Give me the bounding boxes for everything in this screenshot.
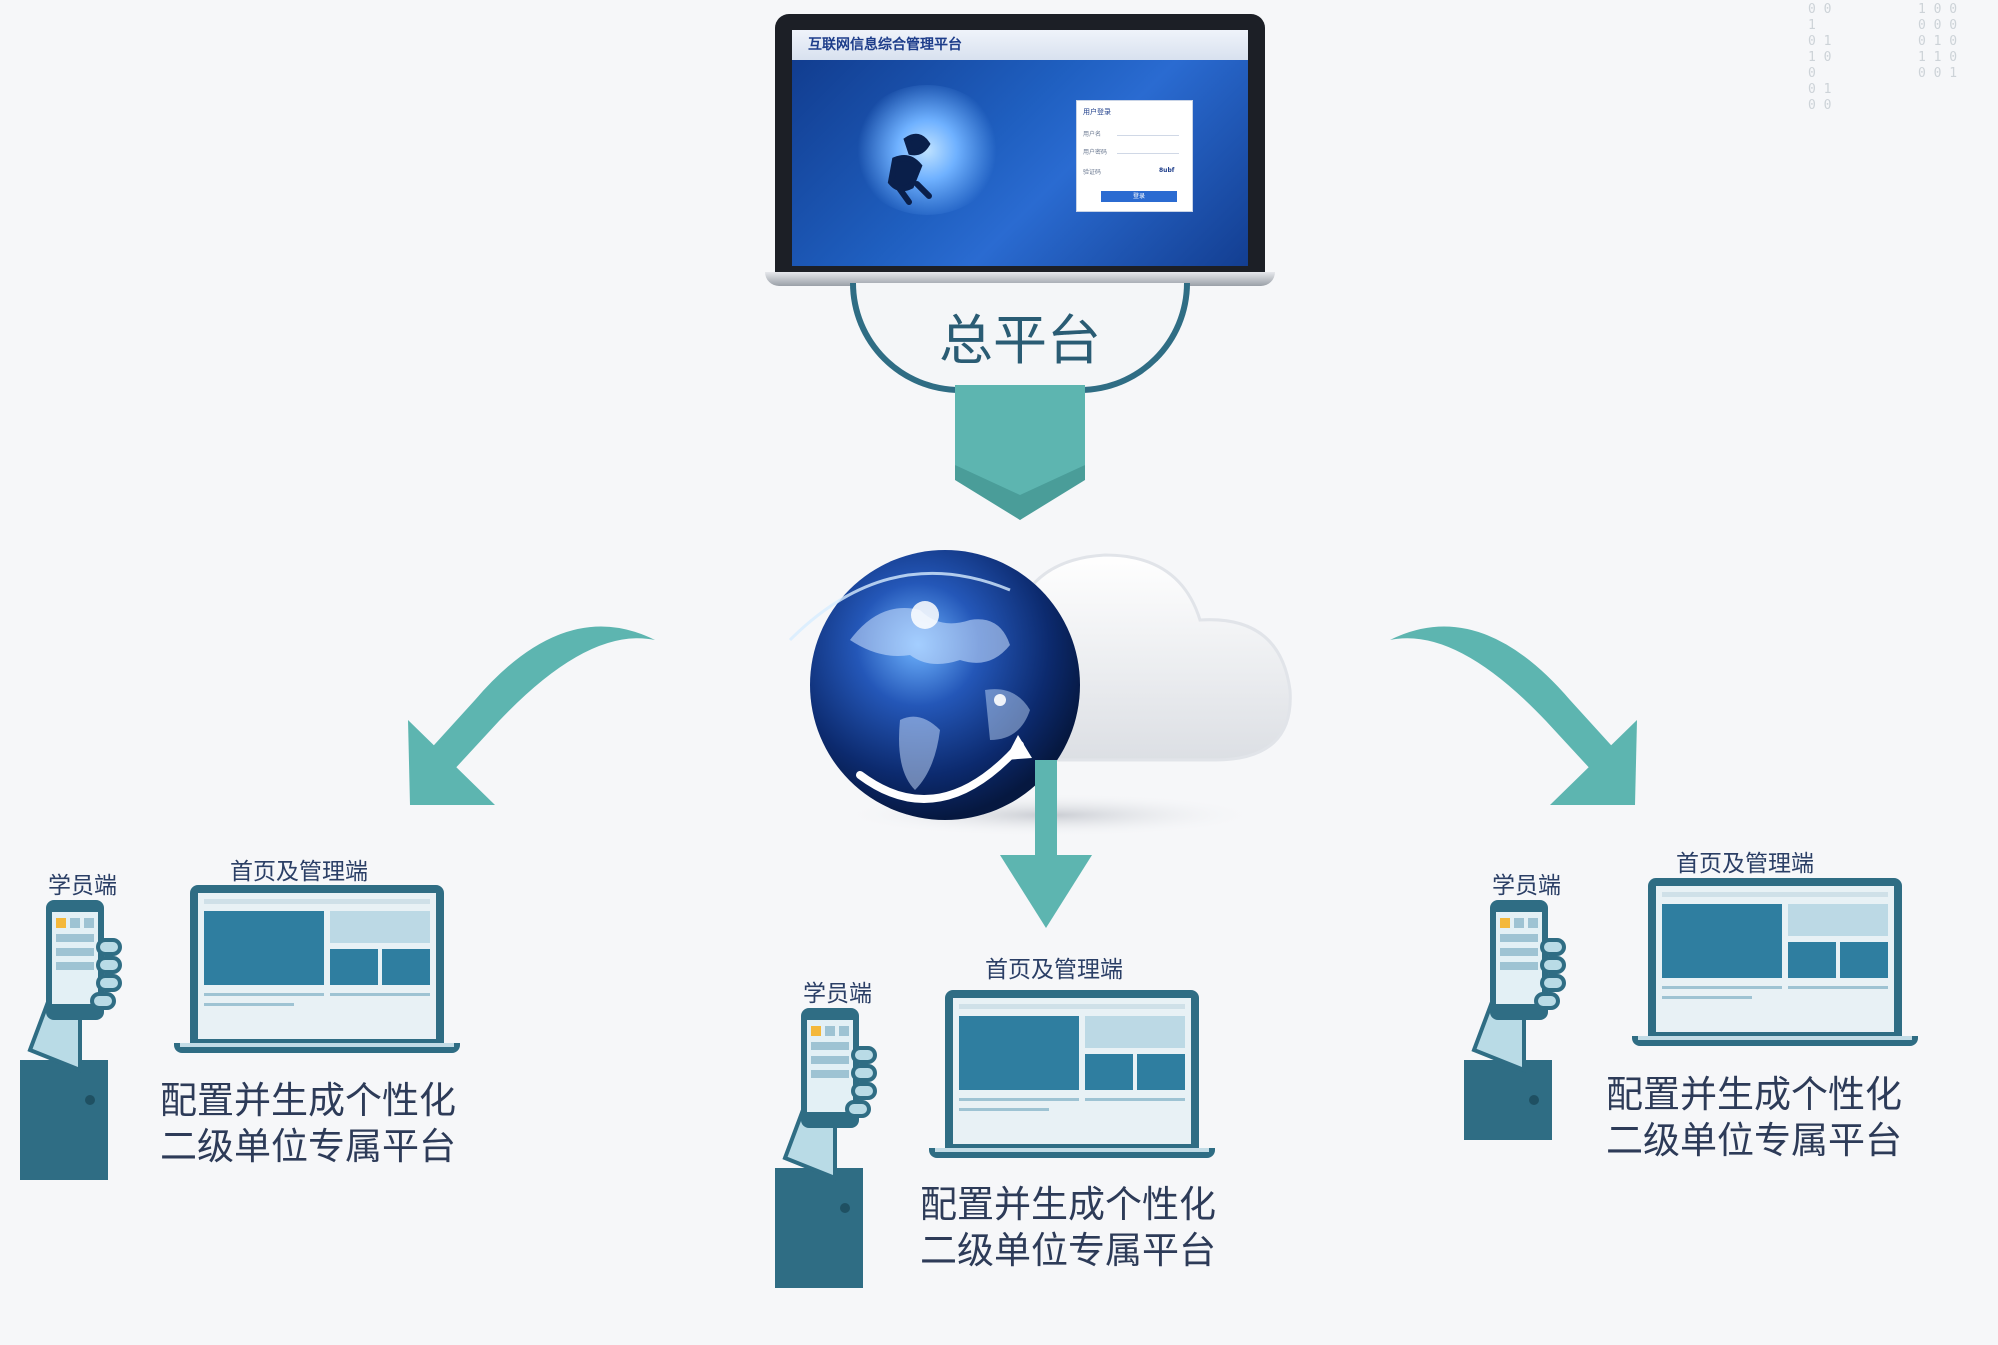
down-arrow-icon xyxy=(955,385,1085,520)
login-button[interactable]: 登录 xyxy=(1101,191,1177,202)
phone-in-hand-icon xyxy=(20,900,122,1180)
client-group-left: 学员端 首页及管理端 配置并生成个性化 二级单位专属 xyxy=(20,859,540,1180)
caption-line-2: 二级单位专属平台 xyxy=(920,1229,1216,1272)
client-group-center: 学员端 首页及管理端 配置并生成个性化 二级单位专属 xyxy=(775,957,1295,1288)
username-label: 用户名 xyxy=(1083,131,1102,138)
caption-line-1: 配置并生成个性化 xyxy=(1606,1073,1902,1116)
admin-label: 首页及管理端 xyxy=(1676,851,1814,877)
phone-in-hand-icon xyxy=(1464,900,1566,1140)
student-label: 学员端 xyxy=(1492,873,1561,899)
binary-decoration-right: 1 0 0 0 0 0 0 1 0 1 1 0 0 0 1 xyxy=(1918,2,1958,81)
login-title: 用户登录 xyxy=(1083,108,1111,116)
globe-icon xyxy=(788,550,1080,820)
admin-label: 首页及管理端 xyxy=(985,957,1123,983)
laptop-screen: 互联网信息综合管理平台 用户登录 用户名 用户密码 验证码 8ubf 登录 xyxy=(792,30,1248,266)
password-field[interactable] xyxy=(1117,153,1179,154)
right-arrow-icon xyxy=(1390,626,1637,805)
student-label: 学员端 xyxy=(48,873,117,899)
tech-figure-illustration xyxy=(887,133,932,205)
login-panel: 用户登录 用户名 用户密码 验证码 8ubf 登录 xyxy=(1076,100,1193,212)
username-field[interactable] xyxy=(1117,135,1179,136)
caption-line-1: 配置并生成个性化 xyxy=(160,1079,456,1122)
student-label: 学员端 xyxy=(803,981,872,1007)
captcha-label: 验证码 xyxy=(1083,169,1102,176)
screen-title: 互联网信息综合管理平台 xyxy=(792,30,1248,60)
admin-label: 首页及管理端 xyxy=(230,859,368,885)
left-arrow-icon xyxy=(408,626,655,805)
main-platform-label: 总平台 xyxy=(939,309,1101,372)
password-label: 用户密码 xyxy=(1083,149,1108,156)
phone-in-hand-icon xyxy=(775,1008,877,1288)
main-platform-laptop: 互联网信息综合管理平台 用户登录 用户名 用户密码 验证码 8ubf 登录 xyxy=(765,14,1275,290)
center-arrow-icon xyxy=(1000,760,1092,928)
binary-decoration-left: 0 0 1 0 1 1 0 0 0 1 0 0 xyxy=(1808,2,1832,113)
client-group-right: 学员端 首页及管理端 配置并生成个性化 二级单位专属 xyxy=(1464,851,1998,1180)
caption-line-2: 二级单位专属平台 xyxy=(160,1125,456,1168)
captcha-image: 8ubf xyxy=(1159,167,1175,174)
caption-line-1: 配置并生成个性化 xyxy=(920,1183,1216,1226)
caption-line-2: 二级单位专属平台 xyxy=(1606,1119,1902,1162)
